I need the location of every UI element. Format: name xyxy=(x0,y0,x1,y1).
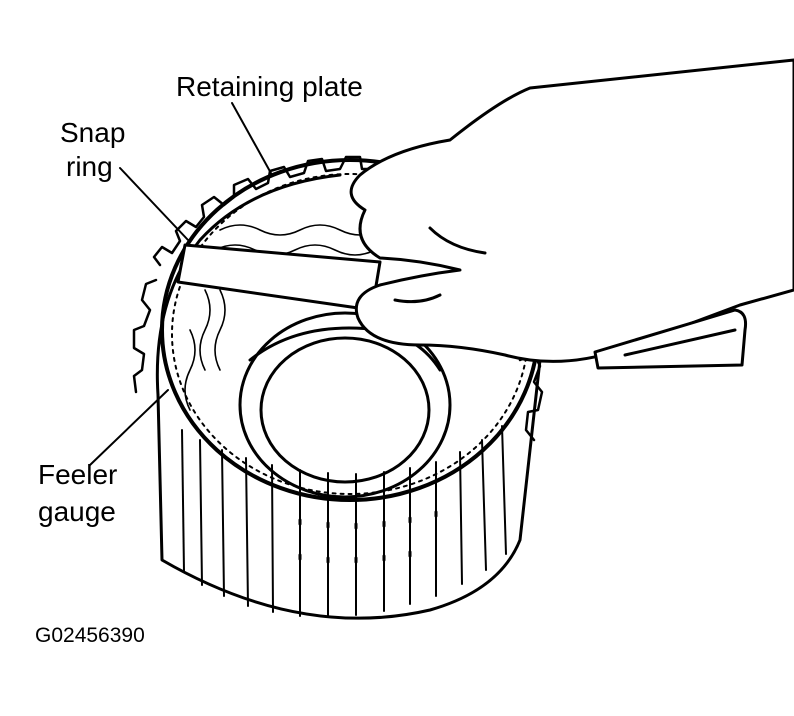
figure-code: G02456390 xyxy=(35,624,145,647)
feeler-gauge-handle xyxy=(593,308,747,370)
drum-rivets xyxy=(298,510,438,564)
retaining-plate-label: Retaining plate xyxy=(176,71,363,102)
snap-ring-label-line2: ring xyxy=(66,151,113,182)
feeler-gauge-label-line1: Feeler xyxy=(38,459,118,490)
feeler-gauge-leader xyxy=(89,389,169,466)
drum-ribs xyxy=(181,425,507,618)
leader-lines xyxy=(89,102,273,466)
snap-ring-label-line1: Snap xyxy=(60,117,126,148)
hand xyxy=(349,58,794,363)
clutch-plates xyxy=(184,224,381,411)
retaining-plate-leader xyxy=(231,102,273,176)
feeler-gauge-label-line2: gauge xyxy=(38,496,116,527)
snap-ring-leader xyxy=(119,167,189,241)
